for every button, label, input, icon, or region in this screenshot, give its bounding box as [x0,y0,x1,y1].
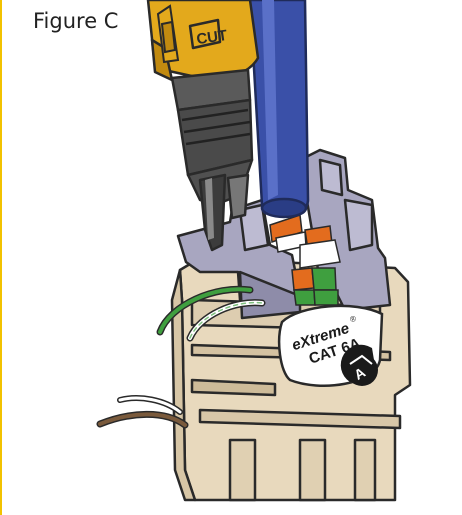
jack-label-tag: eXtreme ® CAT 6A A [279,306,382,386]
blue-cable [250,0,308,217]
